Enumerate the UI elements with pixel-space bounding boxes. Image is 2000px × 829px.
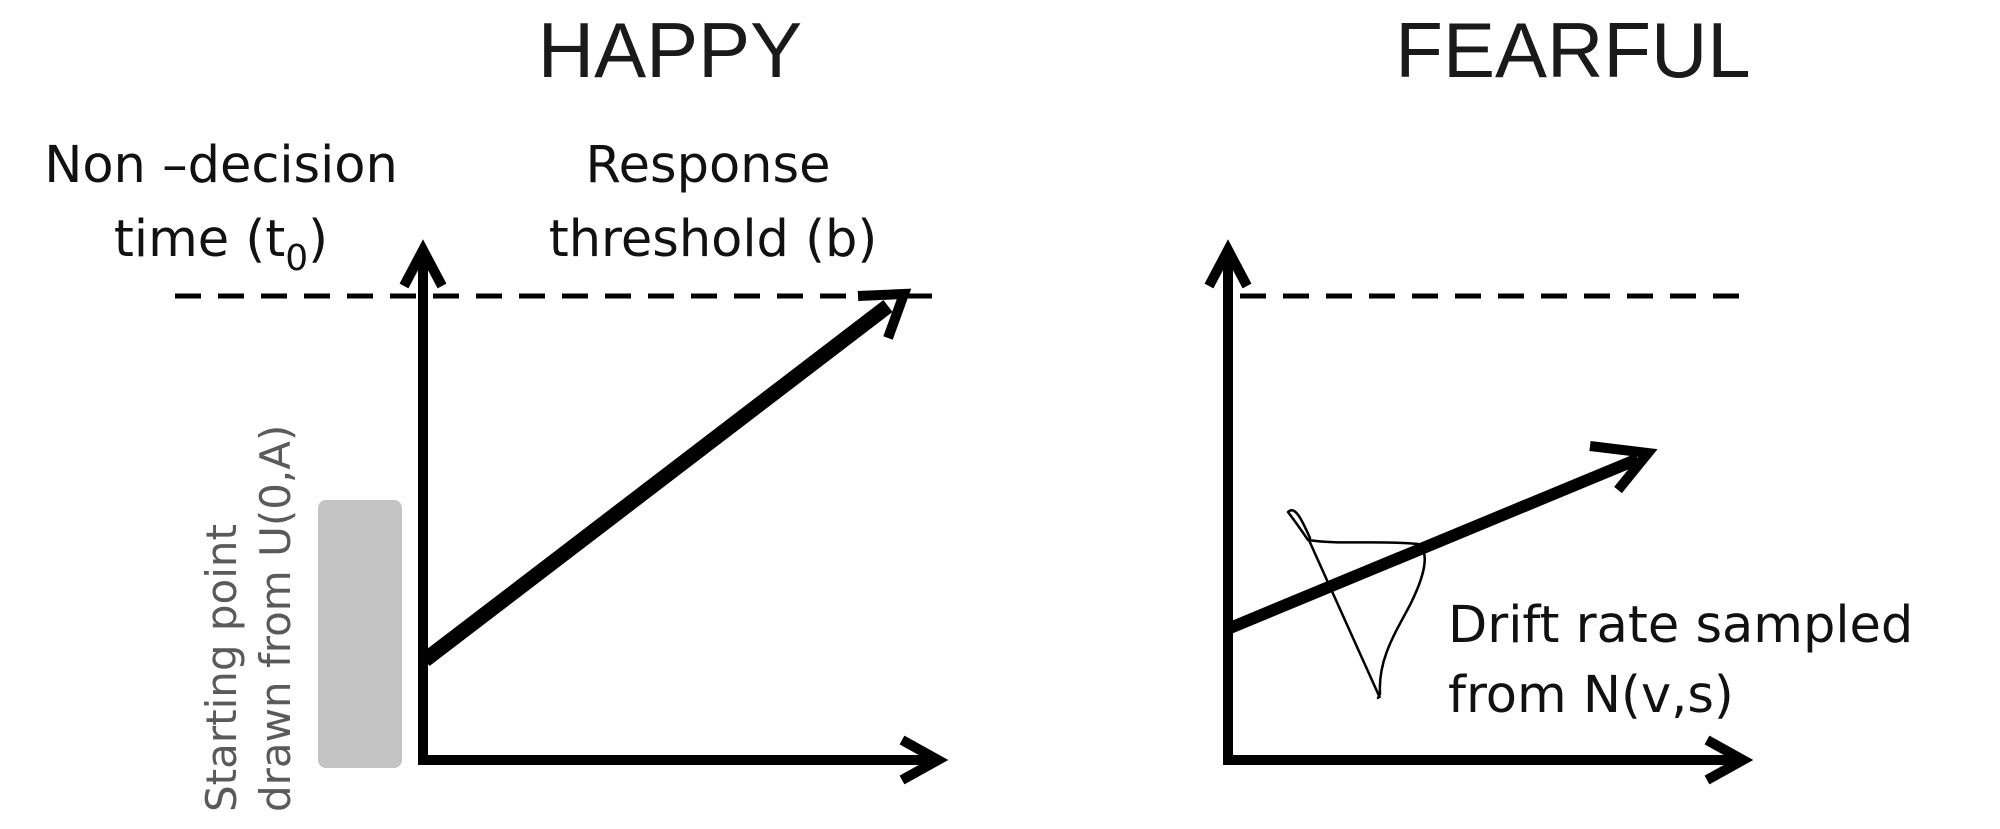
- drift-distribution-curve: [1286, 509, 1426, 700]
- drift-distribution-edge: [1306, 537, 1382, 699]
- starting-point-region: [318, 500, 402, 768]
- non-decision-label-line1: Non –decision: [44, 136, 398, 195]
- happy-accumulation-arrowhead: [857, 288, 912, 340]
- threshold-label-line1: Response: [586, 136, 831, 195]
- starting-point-label: Starting point drawn from U(0,A): [197, 425, 300, 812]
- drift-label-line2: from N(v,s): [1448, 666, 1734, 725]
- fearful-title: FEARFUL: [1395, 6, 1750, 94]
- threshold-label-line2: threshold (b): [549, 210, 878, 269]
- non-decision-label-pre: time (: [114, 210, 265, 269]
- fearful-accumulation-arrowhead: [1589, 441, 1658, 494]
- non-decision-label-line2: time (t0): [114, 210, 328, 279]
- starting-point-label-line1: Starting point: [197, 524, 246, 812]
- fearful-y-arrowhead: [1204, 239, 1252, 289]
- fearful-accumulation-line: [1227, 453, 1641, 634]
- fearful-panel: FEARFUL Drift rate sampled from N(v,s): [1204, 6, 1913, 785]
- happy-x-arrowhead: [899, 735, 949, 785]
- t0-symbol: t: [265, 210, 285, 269]
- happy-panel: HAPPY Non –decision time (t0) Response t…: [44, 6, 949, 812]
- non-decision-label-post: ): [308, 210, 328, 269]
- drift-label-line1: Drift rate sampled: [1448, 596, 1913, 655]
- t0-subscript: 0: [285, 238, 308, 279]
- starting-point-label-line2: drawn from U(0,A): [251, 425, 300, 812]
- happy-title: HAPPY: [538, 6, 802, 94]
- fearful-x-arrowhead: [1704, 735, 1754, 785]
- happy-y-arrowhead: [399, 239, 447, 289]
- happy-accumulation-line: [420, 300, 893, 666]
